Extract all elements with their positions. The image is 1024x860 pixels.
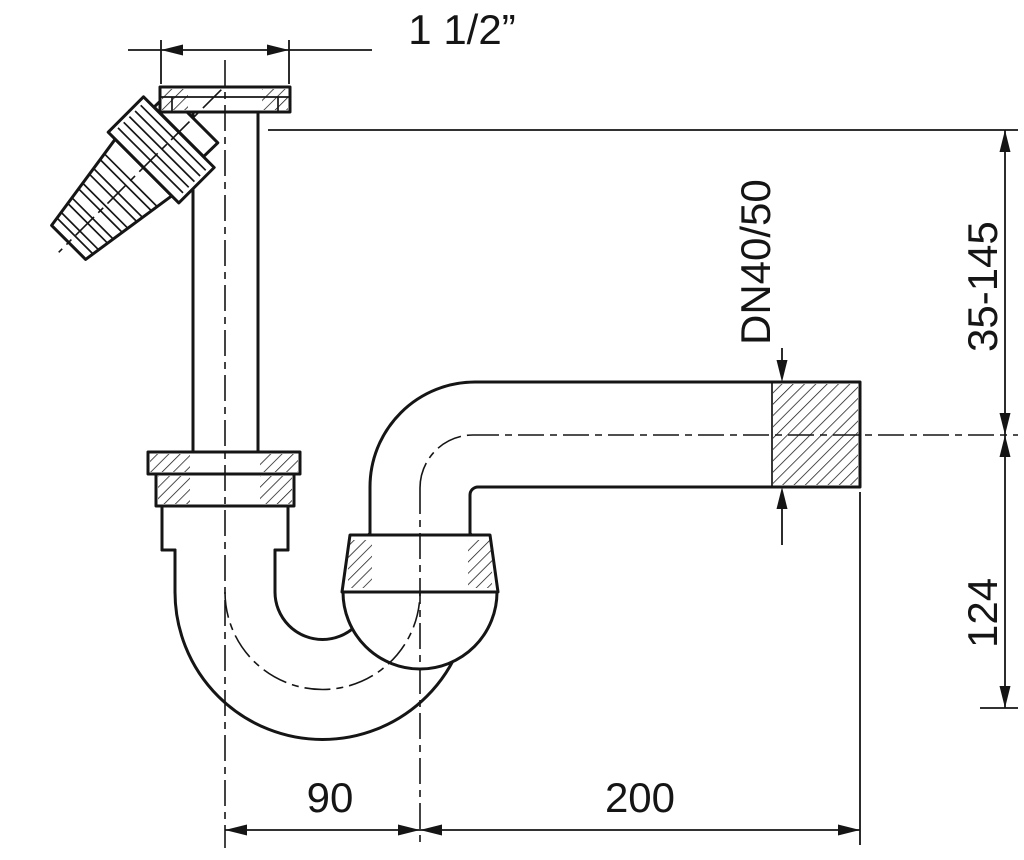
centerline-trap	[224, 591, 421, 691]
centerline-hose	[58, 89, 222, 253]
flange-thread-hatch	[262, 89, 288, 110]
dimension-adjust-height	[268, 129, 1018, 435]
label-adjust-height: 35-145	[959, 221, 1006, 352]
dimension-outlet-height	[980, 435, 1018, 709]
label-outlet-size: DN40/50	[732, 179, 779, 345]
outlet-pipe	[368, 380, 862, 544]
dimension-bottom	[225, 492, 861, 845]
flange-thread-hatch	[162, 89, 188, 110]
label-inlet-thread: 1 1/2”	[408, 6, 515, 53]
hose-nut	[106, 95, 216, 205]
centerlines	[58, 60, 1018, 848]
labels: 1 1/2” DN40/50 35-145 124 90 200	[307, 6, 1006, 821]
dimension-outlet-size	[776, 348, 788, 545]
label-outlet-height: 124	[959, 578, 1006, 648]
dimension-inlet-thread	[128, 40, 372, 84]
trap-collar	[160, 504, 290, 552]
union-nut	[146, 450, 302, 508]
label-trap-offset: 90	[307, 774, 354, 821]
label-outlet-length: 200	[605, 774, 675, 821]
centerline-elbow	[419, 434, 474, 489]
ball-joint-nut	[340, 533, 500, 594]
